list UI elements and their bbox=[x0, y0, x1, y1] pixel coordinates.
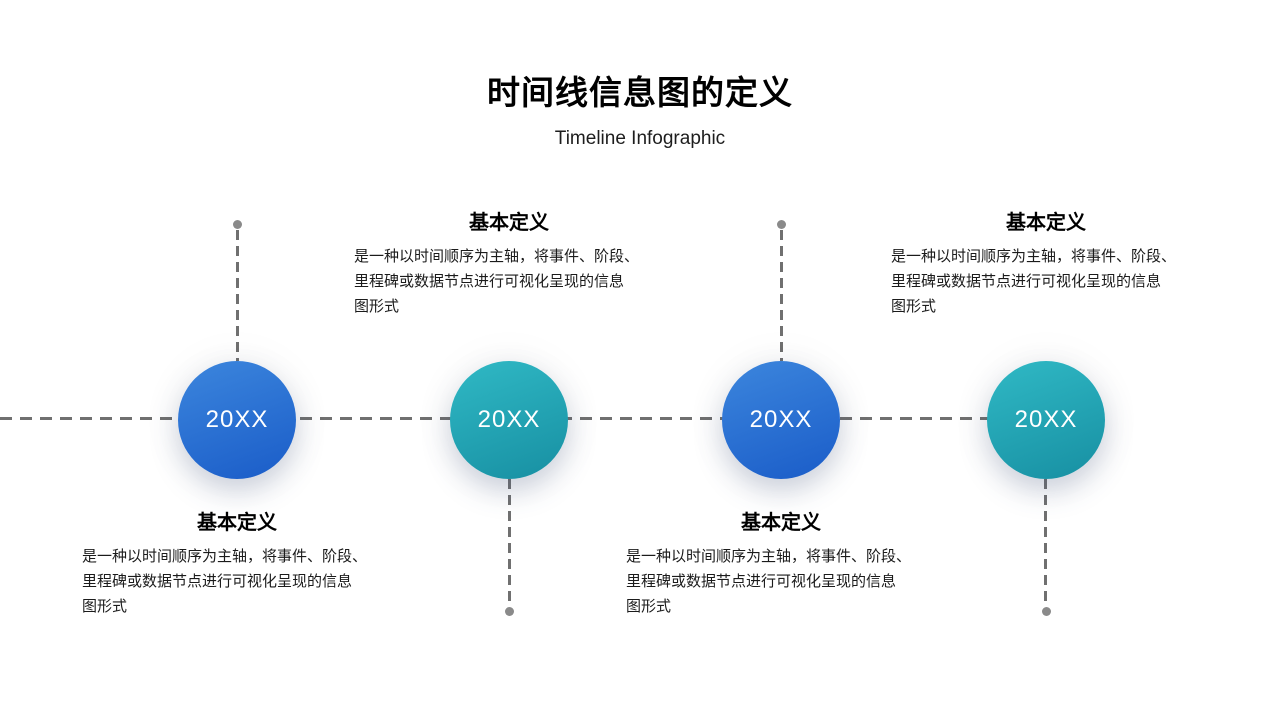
timeline-node-circle-3: 20XX bbox=[722, 361, 840, 479]
year-label: 20XX bbox=[1014, 406, 1078, 433]
definition-heading: 基本定义 bbox=[469, 212, 549, 234]
connector-end-dot bbox=[777, 220, 786, 229]
definition-body: 是一种以时间顺序为主轴，将事件、阶段、 里程碑或数据节点进行可视化呈现的信息 图… bbox=[891, 248, 1177, 315]
connector-end-dot bbox=[505, 607, 514, 616]
year-label: 20XX bbox=[749, 406, 813, 433]
timeline-node-circle-2: 20XX bbox=[450, 361, 568, 479]
definition-body: 是一种以时间顺序为主轴，将事件、阶段、 里程碑或数据节点进行可视化呈现的信息 图… bbox=[354, 248, 640, 315]
timeline-node-circle-4: 20XX bbox=[987, 361, 1105, 479]
definition-block-1: 基本定义 是一种以时间顺序为主轴，将事件、阶段、 里程碑或数据节点进行可视化呈现… bbox=[82, 506, 392, 619]
slide-subtitle: Timeline Infographic bbox=[554, 128, 726, 149]
timeline-node-circle-1: 20XX bbox=[178, 361, 296, 479]
connector-line-up bbox=[236, 230, 239, 361]
year-label: 20XX bbox=[477, 406, 541, 433]
connector-end-dot bbox=[1042, 607, 1051, 616]
connector-line-down bbox=[508, 479, 511, 606]
connector-line-down bbox=[1044, 479, 1047, 606]
definition-block-2: 基本定义 是一种以时间顺序为主轴，将事件、阶段、 里程碑或数据节点进行可视化呈现… bbox=[354, 206, 664, 319]
definition-heading: 基本定义 bbox=[1006, 212, 1086, 234]
definition-block-3: 基本定义 是一种以时间顺序为主轴，将事件、阶段、 里程碑或数据节点进行可视化呈现… bbox=[626, 506, 936, 619]
definition-heading: 基本定义 bbox=[197, 512, 277, 534]
definition-body: 是一种以时间顺序为主轴，将事件、阶段、 里程碑或数据节点进行可视化呈现的信息 图… bbox=[82, 548, 368, 615]
definition-block-4: 基本定义 是一种以时间顺序为主轴，将事件、阶段、 里程碑或数据节点进行可视化呈现… bbox=[891, 206, 1201, 319]
connector-end-dot bbox=[233, 220, 242, 229]
connector-line-up bbox=[780, 230, 783, 361]
definition-heading: 基本定义 bbox=[741, 512, 821, 534]
definition-body: 是一种以时间顺序为主轴，将事件、阶段、 里程碑或数据节点进行可视化呈现的信息 图… bbox=[626, 548, 912, 615]
slide-title: 时间线信息图的定义 bbox=[487, 74, 793, 111]
year-label: 20XX bbox=[205, 406, 269, 433]
